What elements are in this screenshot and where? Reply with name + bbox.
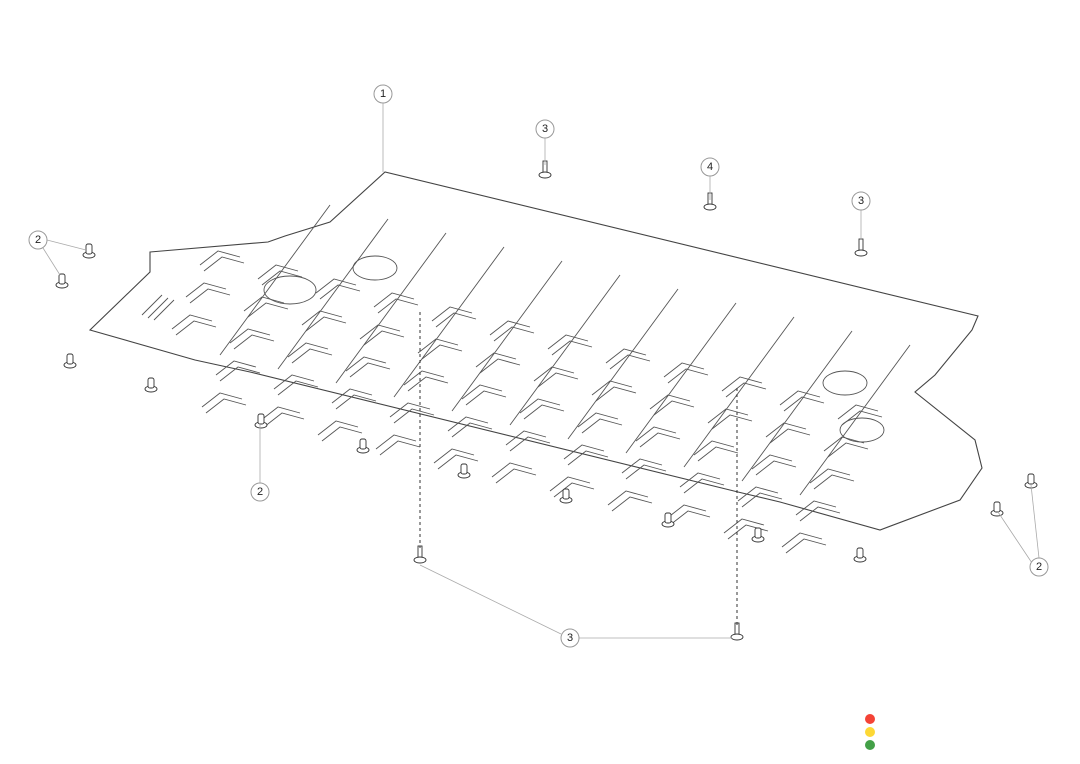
panel-rib <box>273 374 319 396</box>
panel-rib <box>751 454 797 476</box>
clip-fastener <box>82 243 96 259</box>
panel-rib <box>451 260 563 412</box>
panel-rib <box>809 468 855 490</box>
panel-rib <box>567 288 679 440</box>
underbody-panel <box>88 171 983 554</box>
clip-fastener <box>751 527 765 543</box>
callout-label: 3 <box>858 195 864 207</box>
status-dot-red <box>865 714 875 724</box>
callout-label: 4 <box>707 161 713 173</box>
clip-fastener <box>457 463 471 479</box>
panel-rib <box>431 306 477 328</box>
callout-label: 3 <box>542 123 548 135</box>
callout-label: 2 <box>35 234 41 246</box>
panel-rib <box>625 302 737 454</box>
panel-rib <box>491 462 537 484</box>
bolt-fastener <box>730 622 744 641</box>
callout-label: 2 <box>1036 561 1042 573</box>
callout-2-front[interactable]: 2 <box>250 482 270 502</box>
panel-rib <box>721 376 767 398</box>
panel-rib <box>607 490 653 512</box>
panel-rib <box>185 282 231 304</box>
panel-rib <box>215 360 261 382</box>
callout-3-bottom[interactable]: 3 <box>560 628 580 648</box>
panel-rib <box>317 420 363 442</box>
clip-fastener <box>853 547 867 563</box>
panel-rib <box>199 250 245 272</box>
callout-label: 3 <box>567 632 573 644</box>
callout-label: 2 <box>257 486 263 498</box>
callout-3-right[interactable]: 3 <box>851 191 871 211</box>
panel-rib <box>679 472 725 494</box>
panel-rib <box>693 440 739 462</box>
status-dot-yellow <box>865 727 875 737</box>
panel-rib <box>331 388 377 410</box>
callout-4[interactable]: 4 <box>700 157 720 177</box>
clip-fastener <box>559 488 573 504</box>
clip-fastener <box>661 512 675 528</box>
panel-rib <box>393 246 505 398</box>
panel-rib <box>577 412 623 434</box>
clip-fastener <box>254 413 268 429</box>
panel-rib <box>665 504 711 526</box>
clip-fastener <box>356 438 370 454</box>
panel-rib <box>201 392 247 414</box>
panel-rib <box>373 292 419 314</box>
panel-rib <box>489 320 535 342</box>
panel-rib <box>229 328 275 350</box>
panel-rib <box>549 476 595 498</box>
bolt-fastener <box>413 545 427 564</box>
panel-rib <box>563 444 609 466</box>
clip-fastener <box>55 273 69 289</box>
callout-label: 1 <box>380 88 386 100</box>
panel-rib <box>547 334 593 356</box>
panel-rib <box>403 370 449 392</box>
bolt-fastener <box>854 238 868 257</box>
panel-rib <box>461 384 507 406</box>
panel-rib <box>621 458 667 480</box>
panel-rib <box>519 398 565 420</box>
callout-2-right[interactable]: 2 <box>1029 557 1049 577</box>
panel-rib <box>683 316 795 468</box>
panel-rib <box>505 430 551 452</box>
panel-rib <box>433 448 479 470</box>
panel-label-text <box>141 294 175 321</box>
panel-rib <box>389 402 435 424</box>
status-dot-green <box>865 740 875 750</box>
panel-rib <box>781 532 827 554</box>
panel-rib <box>795 500 841 522</box>
panel-rib <box>259 406 305 428</box>
clip-fastener <box>144 377 158 393</box>
panel-rib <box>315 278 361 300</box>
callout-3-top[interactable]: 3 <box>535 119 555 139</box>
panel-rib <box>635 426 681 448</box>
clip-fastener <box>63 353 77 369</box>
panel-rib <box>737 486 783 508</box>
panel-rib <box>447 416 493 438</box>
panel-rib <box>287 342 333 364</box>
panel-rib <box>257 264 303 286</box>
panel-rib <box>277 218 389 370</box>
panel-rib <box>779 390 825 412</box>
panel-rib <box>799 344 911 496</box>
panel-rib <box>509 274 621 426</box>
panel-rib <box>741 330 853 482</box>
panel-rib <box>171 314 217 336</box>
clip-fastener <box>990 501 1004 517</box>
panel-rib <box>219 204 331 356</box>
panel-rib <box>605 348 651 370</box>
callout-2-left[interactable]: 2 <box>28 230 48 250</box>
callout-1[interactable]: 1 <box>373 84 393 104</box>
panel-rib <box>663 362 709 384</box>
panel-rib <box>375 434 421 456</box>
panel-rib <box>335 232 447 384</box>
panel-rib <box>345 356 391 378</box>
